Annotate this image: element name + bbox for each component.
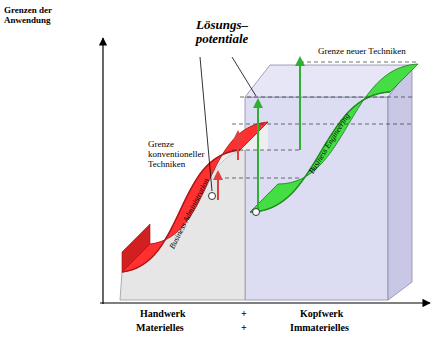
axis-category: Handwerk	[140, 308, 186, 319]
limit-label: Grenze konventioneller Techniken	[148, 140, 224, 170]
left-block	[120, 122, 268, 300]
axis-category: Kopfwerk	[300, 308, 343, 319]
green-band	[250, 64, 418, 212]
limit-lines	[225, 62, 418, 178]
leader-lines	[200, 57, 256, 191]
potential-arrows	[209, 58, 301, 216]
red-band	[122, 122, 268, 272]
axis-plus: +	[241, 308, 247, 319]
axis-title: Grenzen der Anwendung	[4, 6, 74, 26]
limit-label: Grenze neuer Techniken	[318, 47, 418, 57]
axis-category: Materielles	[136, 322, 184, 333]
callout-label: Lösungs– potentiale	[184, 18, 260, 47]
axis-plus: +	[241, 322, 247, 333]
axes	[100, 38, 430, 304]
right-block	[245, 65, 412, 300]
axis-category: Immaterielles	[290, 322, 349, 333]
